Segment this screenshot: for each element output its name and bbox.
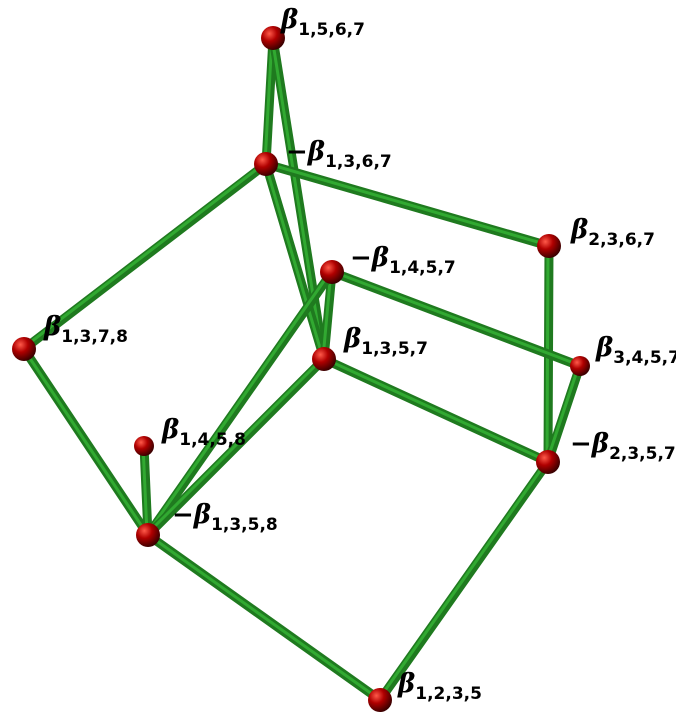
node-b1235 bbox=[368, 688, 392, 712]
label-subscript: 1,3,6,7 bbox=[325, 152, 392, 172]
label-sign: − bbox=[350, 243, 372, 273]
edge-b1357-b2357 bbox=[319, 354, 553, 467]
edge-b1358-b1235 bbox=[143, 530, 385, 705]
label-symbol: β bbox=[280, 5, 298, 35]
label-symbol: β bbox=[307, 137, 325, 167]
edge-b1457-b1358 bbox=[143, 267, 337, 540]
node-b1567 bbox=[261, 26, 285, 50]
label-subscript: 1,4,5,7 bbox=[389, 258, 456, 278]
label-sign: − bbox=[570, 429, 592, 459]
labels-layer: β1,5,6,7−β1,3,6,7β2,3,6,7−β1,4,5,7β1,3,7… bbox=[43, 5, 676, 704]
nodes-layer bbox=[12, 26, 590, 712]
label-symbol: β bbox=[595, 333, 613, 363]
node-b3457 bbox=[570, 356, 590, 376]
node-b1457 bbox=[320, 260, 344, 284]
label-sign: − bbox=[286, 137, 308, 167]
label-symbol: β bbox=[193, 500, 211, 530]
node-b1458 bbox=[134, 436, 154, 456]
label-sign: − bbox=[172, 500, 194, 530]
node-label-b2357: −β2,3,5,7 bbox=[570, 429, 676, 464]
edges-layer bbox=[19, 33, 585, 705]
label-subscript: 1,3,5,7 bbox=[361, 339, 428, 359]
node-label-b1235: β1,2,3,5 bbox=[397, 669, 482, 704]
label-symbol: β bbox=[397, 669, 415, 699]
node-label-b1567: β1,5,6,7 bbox=[280, 5, 365, 40]
node-label-b2367: β2,3,6,7 bbox=[570, 215, 655, 250]
label-subscript: 1,5,6,7 bbox=[298, 20, 365, 40]
node-label-b1358: −β1,3,5,8 bbox=[172, 500, 278, 535]
node-label-b3457: β3,4,5,7 bbox=[595, 333, 676, 368]
edge-b1367-b2367 bbox=[261, 159, 554, 251]
label-subscript: 2,3,5,7 bbox=[609, 444, 676, 464]
node-label-b1378: β1,3,7,8 bbox=[43, 312, 128, 347]
node-label-b1458: β1,4,5,8 bbox=[161, 415, 246, 450]
node-label-b1367: −β1,3,6,7 bbox=[286, 137, 392, 172]
edge-b1357-b1358 bbox=[143, 354, 329, 540]
label-symbol: β bbox=[43, 312, 61, 342]
node-b1357 bbox=[312, 347, 336, 371]
label-subscript: 1,4,5,8 bbox=[179, 430, 246, 450]
label-subscript: 1,3,5,8 bbox=[211, 515, 278, 535]
edge-b1367-b1378 bbox=[19, 159, 271, 354]
edge-b1458-b1358 bbox=[139, 441, 153, 540]
edge-b1457-b3457 bbox=[327, 267, 585, 371]
edge-b1367-b1357 bbox=[261, 159, 329, 364]
label-symbol: β bbox=[343, 324, 361, 354]
node-b2367 bbox=[537, 234, 561, 258]
node-b2357 bbox=[536, 450, 560, 474]
node-label-b1357: β1,3,5,7 bbox=[343, 324, 428, 359]
label-symbol: β bbox=[371, 243, 389, 273]
label-subscript: 1,3,7,8 bbox=[61, 327, 128, 347]
label-subscript: 1,2,3,5 bbox=[415, 684, 482, 704]
node-b1378 bbox=[12, 337, 36, 361]
label-symbol: β bbox=[591, 429, 609, 459]
edge-b1457-b1357 bbox=[319, 267, 337, 364]
edge-b2357-b1235 bbox=[375, 457, 553, 705]
label-subscript: 2,3,6,7 bbox=[588, 230, 655, 250]
label-symbol: β bbox=[161, 415, 179, 445]
edge-b1378-b1358 bbox=[19, 344, 153, 540]
node-b1367 bbox=[254, 152, 278, 176]
edge-b3457-b2357 bbox=[543, 361, 585, 467]
label-symbol: β bbox=[570, 215, 588, 245]
label-subscript: 3,4,5,7 bbox=[613, 348, 676, 368]
node-b1358 bbox=[136, 523, 160, 547]
node-label-b1457: −β1,4,5,7 bbox=[350, 243, 456, 278]
